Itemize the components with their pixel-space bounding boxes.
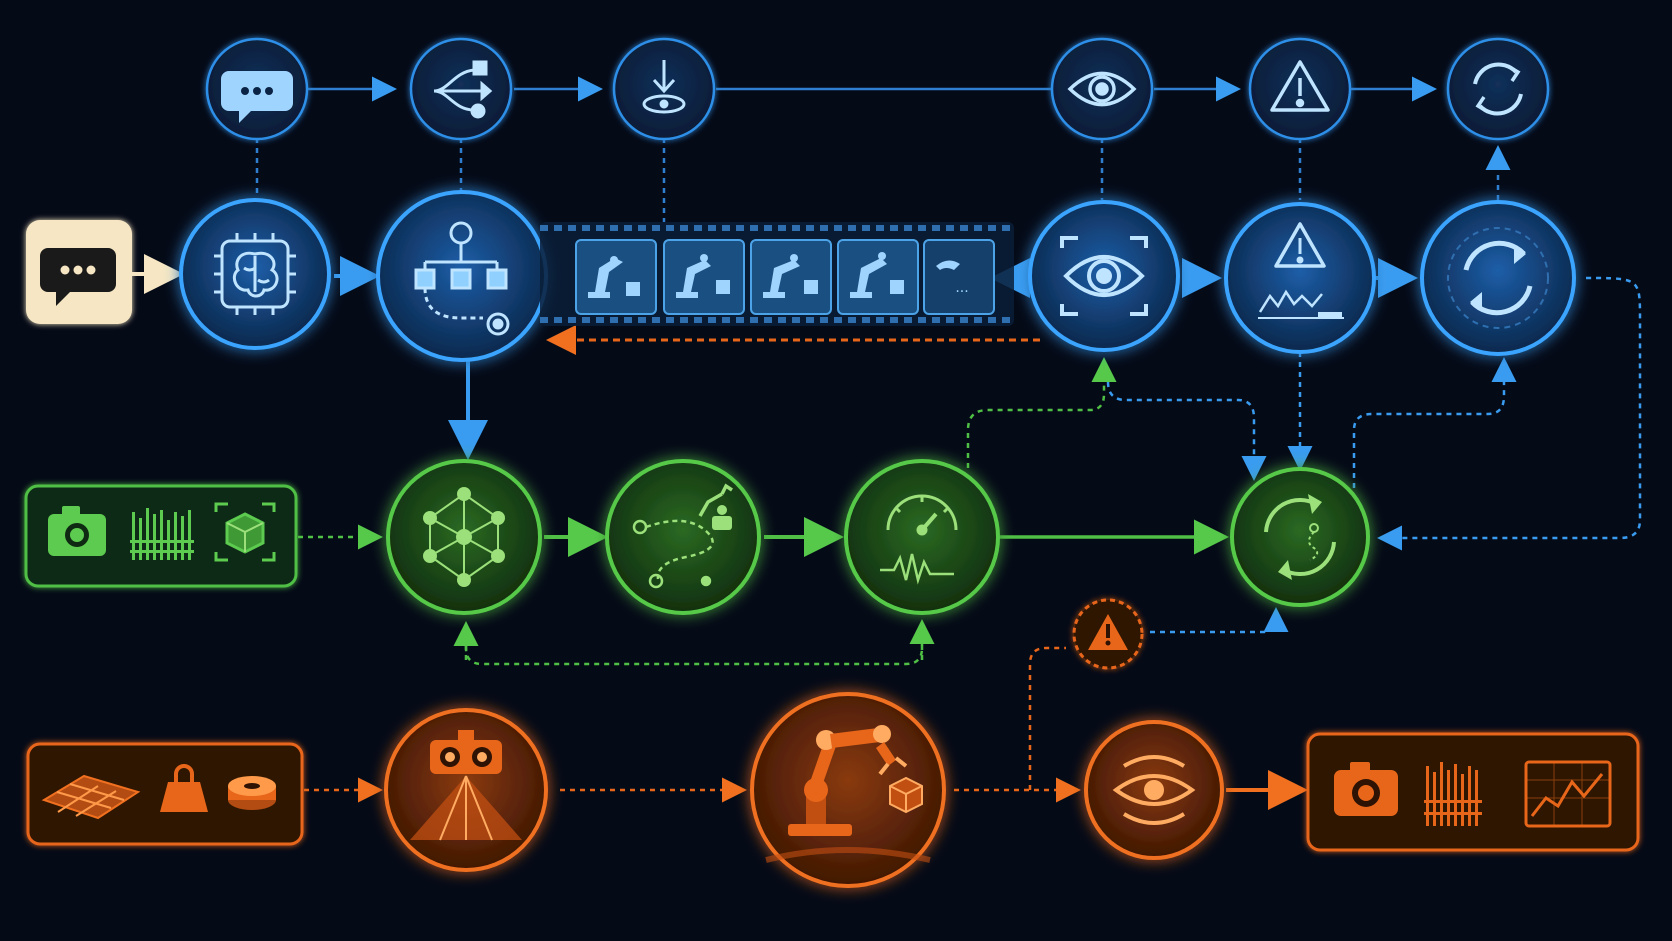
chat-bubble-node — [205, 37, 309, 141]
sensor-head-node — [384, 708, 548, 872]
film-frame-2 — [663, 239, 745, 315]
camera-pointcloud-chart-panel — [1306, 732, 1640, 852]
task-graph-icon — [414, 221, 510, 336]
refresh-icon — [1473, 62, 1523, 116]
gauge-waveform-icon — [880, 494, 958, 585]
alert-node — [1072, 598, 1144, 670]
cube-scan-icon — [214, 502, 276, 562]
sensor-panel — [24, 484, 298, 588]
pointcloud-icon — [130, 508, 194, 560]
download-target-icon — [642, 60, 686, 114]
cycle-node — [1420, 200, 1576, 356]
robot-gripper-icon — [936, 260, 960, 270]
film-frame-3 — [750, 239, 832, 315]
download-target-node — [612, 37, 716, 141]
branch-icon — [433, 60, 493, 119]
connectors — [130, 76, 1642, 810]
robot-arm-filmstrip: ... — [540, 222, 1014, 326]
adaptive-loop-icon — [1264, 494, 1336, 580]
top-row — [205, 37, 1550, 141]
camera-icon — [48, 506, 106, 556]
film-frame-5: ... — [923, 239, 995, 315]
brain-chip-icon — [214, 233, 296, 315]
branch-node — [409, 37, 513, 141]
adaptive-loop-node — [1230, 467, 1370, 607]
disk-sensor-icon — [228, 776, 276, 810]
cycle-icon — [1447, 227, 1549, 329]
chat-bubble-icon — [221, 71, 293, 123]
refresh-node — [1446, 37, 1550, 141]
pointcloud-icon — [1424, 762, 1482, 826]
terrain-grid-icon — [41, 774, 141, 820]
film-frame-1 — [575, 239, 657, 315]
warning-chart-node — [1224, 202, 1376, 354]
robot-arm-node — [750, 692, 946, 888]
trajectory-node — [605, 459, 761, 615]
eye-scan-icon — [1060, 236, 1148, 316]
eye-icon — [1067, 71, 1137, 107]
warning-node — [1248, 37, 1352, 141]
sensor-head-icon — [410, 730, 522, 841]
line-chart-icon — [1524, 760, 1612, 828]
neural-network-node — [386, 459, 542, 615]
task-graph-node — [376, 190, 548, 362]
chat-bubble-icon — [40, 248, 116, 306]
warning-chart-icon — [1258, 222, 1344, 319]
camera-icon — [1334, 762, 1398, 816]
weight-icon — [160, 764, 208, 812]
signal-icon — [1112, 755, 1196, 825]
trajectory-icon — [632, 483, 733, 589]
planning-row: ... — [26, 190, 1576, 362]
film-frame-ellipsis: ... — [955, 280, 968, 296]
robot-arm-icon — [763, 254, 818, 298]
signal-node — [1084, 720, 1224, 860]
terrain-weight-disk-panel — [26, 742, 304, 846]
brain-chip-node — [179, 198, 331, 350]
robot-arm-icon — [588, 256, 640, 298]
gauge-waveform-node — [844, 459, 1000, 615]
robot-arm-icon — [765, 725, 931, 863]
film-frame-4 — [837, 239, 919, 315]
learning-row — [24, 459, 1370, 615]
eye-node — [1050, 37, 1154, 141]
neural-network-icon — [423, 487, 505, 587]
warning-icon — [1270, 60, 1330, 112]
robot-arm-icon — [676, 254, 730, 298]
physical-row — [26, 598, 1640, 888]
eye-scan-node — [1028, 200, 1180, 352]
robot-arm-icon — [850, 252, 904, 298]
chat-input-tile — [26, 220, 132, 324]
